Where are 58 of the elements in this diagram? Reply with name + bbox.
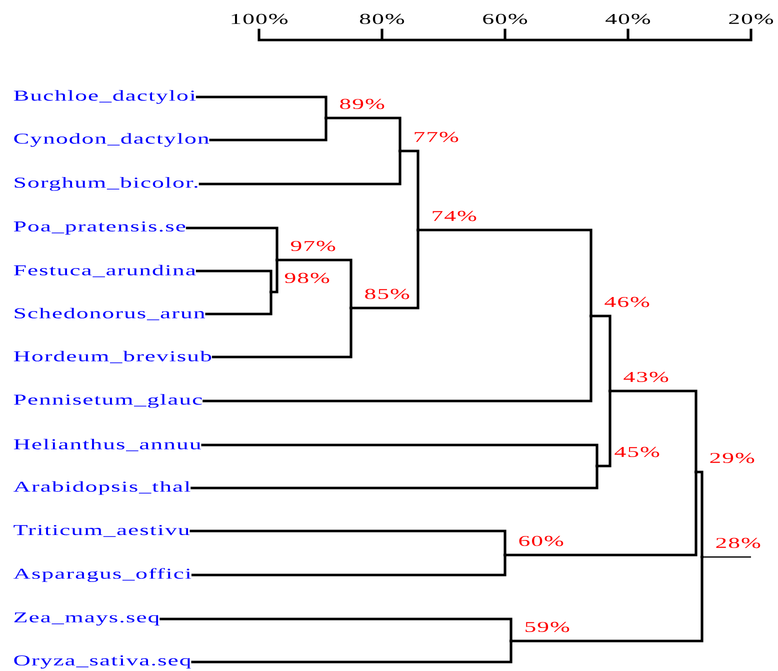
species-label: Poa_pratensis.se [14, 221, 186, 235]
tree-branch [186, 226, 278, 262]
tree-branch [160, 618, 512, 642]
tree-branch [270, 258, 278, 294]
scale-label: 40% [606, 14, 650, 24]
tree-branch [196, 96, 328, 120]
similarity-label: 97% [290, 240, 336, 252]
tree-branch [190, 464, 598, 490]
tree-branch [608, 390, 698, 474]
tree-branch [196, 270, 272, 294]
scale-label: 80% [360, 14, 404, 24]
scale-label: 100% [232, 14, 288, 24]
species-label: Cynodon_dactylon [14, 133, 209, 147]
tree-branch [398, 150, 420, 232]
tree-branch [324, 116, 402, 152]
tree-branch [191, 554, 506, 576]
species-label: Sorghum_bicolor. [14, 177, 198, 191]
similarity-label: 98% [284, 272, 330, 284]
species-label: Schedonorus_arun [14, 308, 205, 320]
species-label: Buchloe_dactyloi [14, 90, 196, 104]
similarity-label: 85% [365, 288, 410, 300]
tree-branch [212, 306, 352, 358]
scale-label: 20% [729, 14, 774, 24]
tree-branch [596, 390, 612, 468]
species-label: Oryza_sativa.seq [14, 655, 191, 669]
species-label: Asparagus_offici [13, 568, 192, 582]
tree-branch [201, 444, 598, 468]
tree-branch [202, 314, 592, 402]
scale-label: 60% [483, 14, 528, 24]
similarity-label: 74% [432, 210, 476, 222]
similarity-label: 89% [340, 98, 384, 110]
species-label: Hordeum_brevisub [14, 350, 212, 364]
species-label: Zea_mays.seq [14, 612, 160, 626]
species-label: Triticum_aestivu [14, 525, 190, 537]
tree-branch [209, 116, 328, 142]
similarity-label: 60% [519, 536, 564, 546]
similarity-label: 59% [526, 622, 570, 632]
species-label: Arabidopsis_thal [13, 481, 190, 495]
species-label: Helianthus_annuu [14, 438, 201, 452]
tree-branch [190, 530, 506, 556]
tree-branch [504, 470, 698, 556]
similarity-label: 77% [414, 132, 458, 142]
similarity-label: 43% [624, 372, 668, 382]
similarity-label: 29% [710, 452, 754, 464]
similarity-label: 28% [716, 538, 760, 548]
tree-branch [416, 228, 592, 318]
tree-branch [590, 314, 612, 392]
tree-branch [694, 470, 704, 558]
species-label: Pennisetum_glauc [14, 394, 202, 408]
tree-branch [350, 228, 420, 310]
similarity-label: 46% [604, 296, 650, 308]
tree-branch [510, 556, 704, 642]
tree-branch [198, 150, 402, 186]
species-label: Festuca_arundina [14, 264, 196, 278]
tree-branch [205, 290, 272, 316]
tree-branch [276, 258, 352, 310]
tree-branch [191, 640, 512, 664]
similarity-label: 45% [614, 446, 660, 458]
